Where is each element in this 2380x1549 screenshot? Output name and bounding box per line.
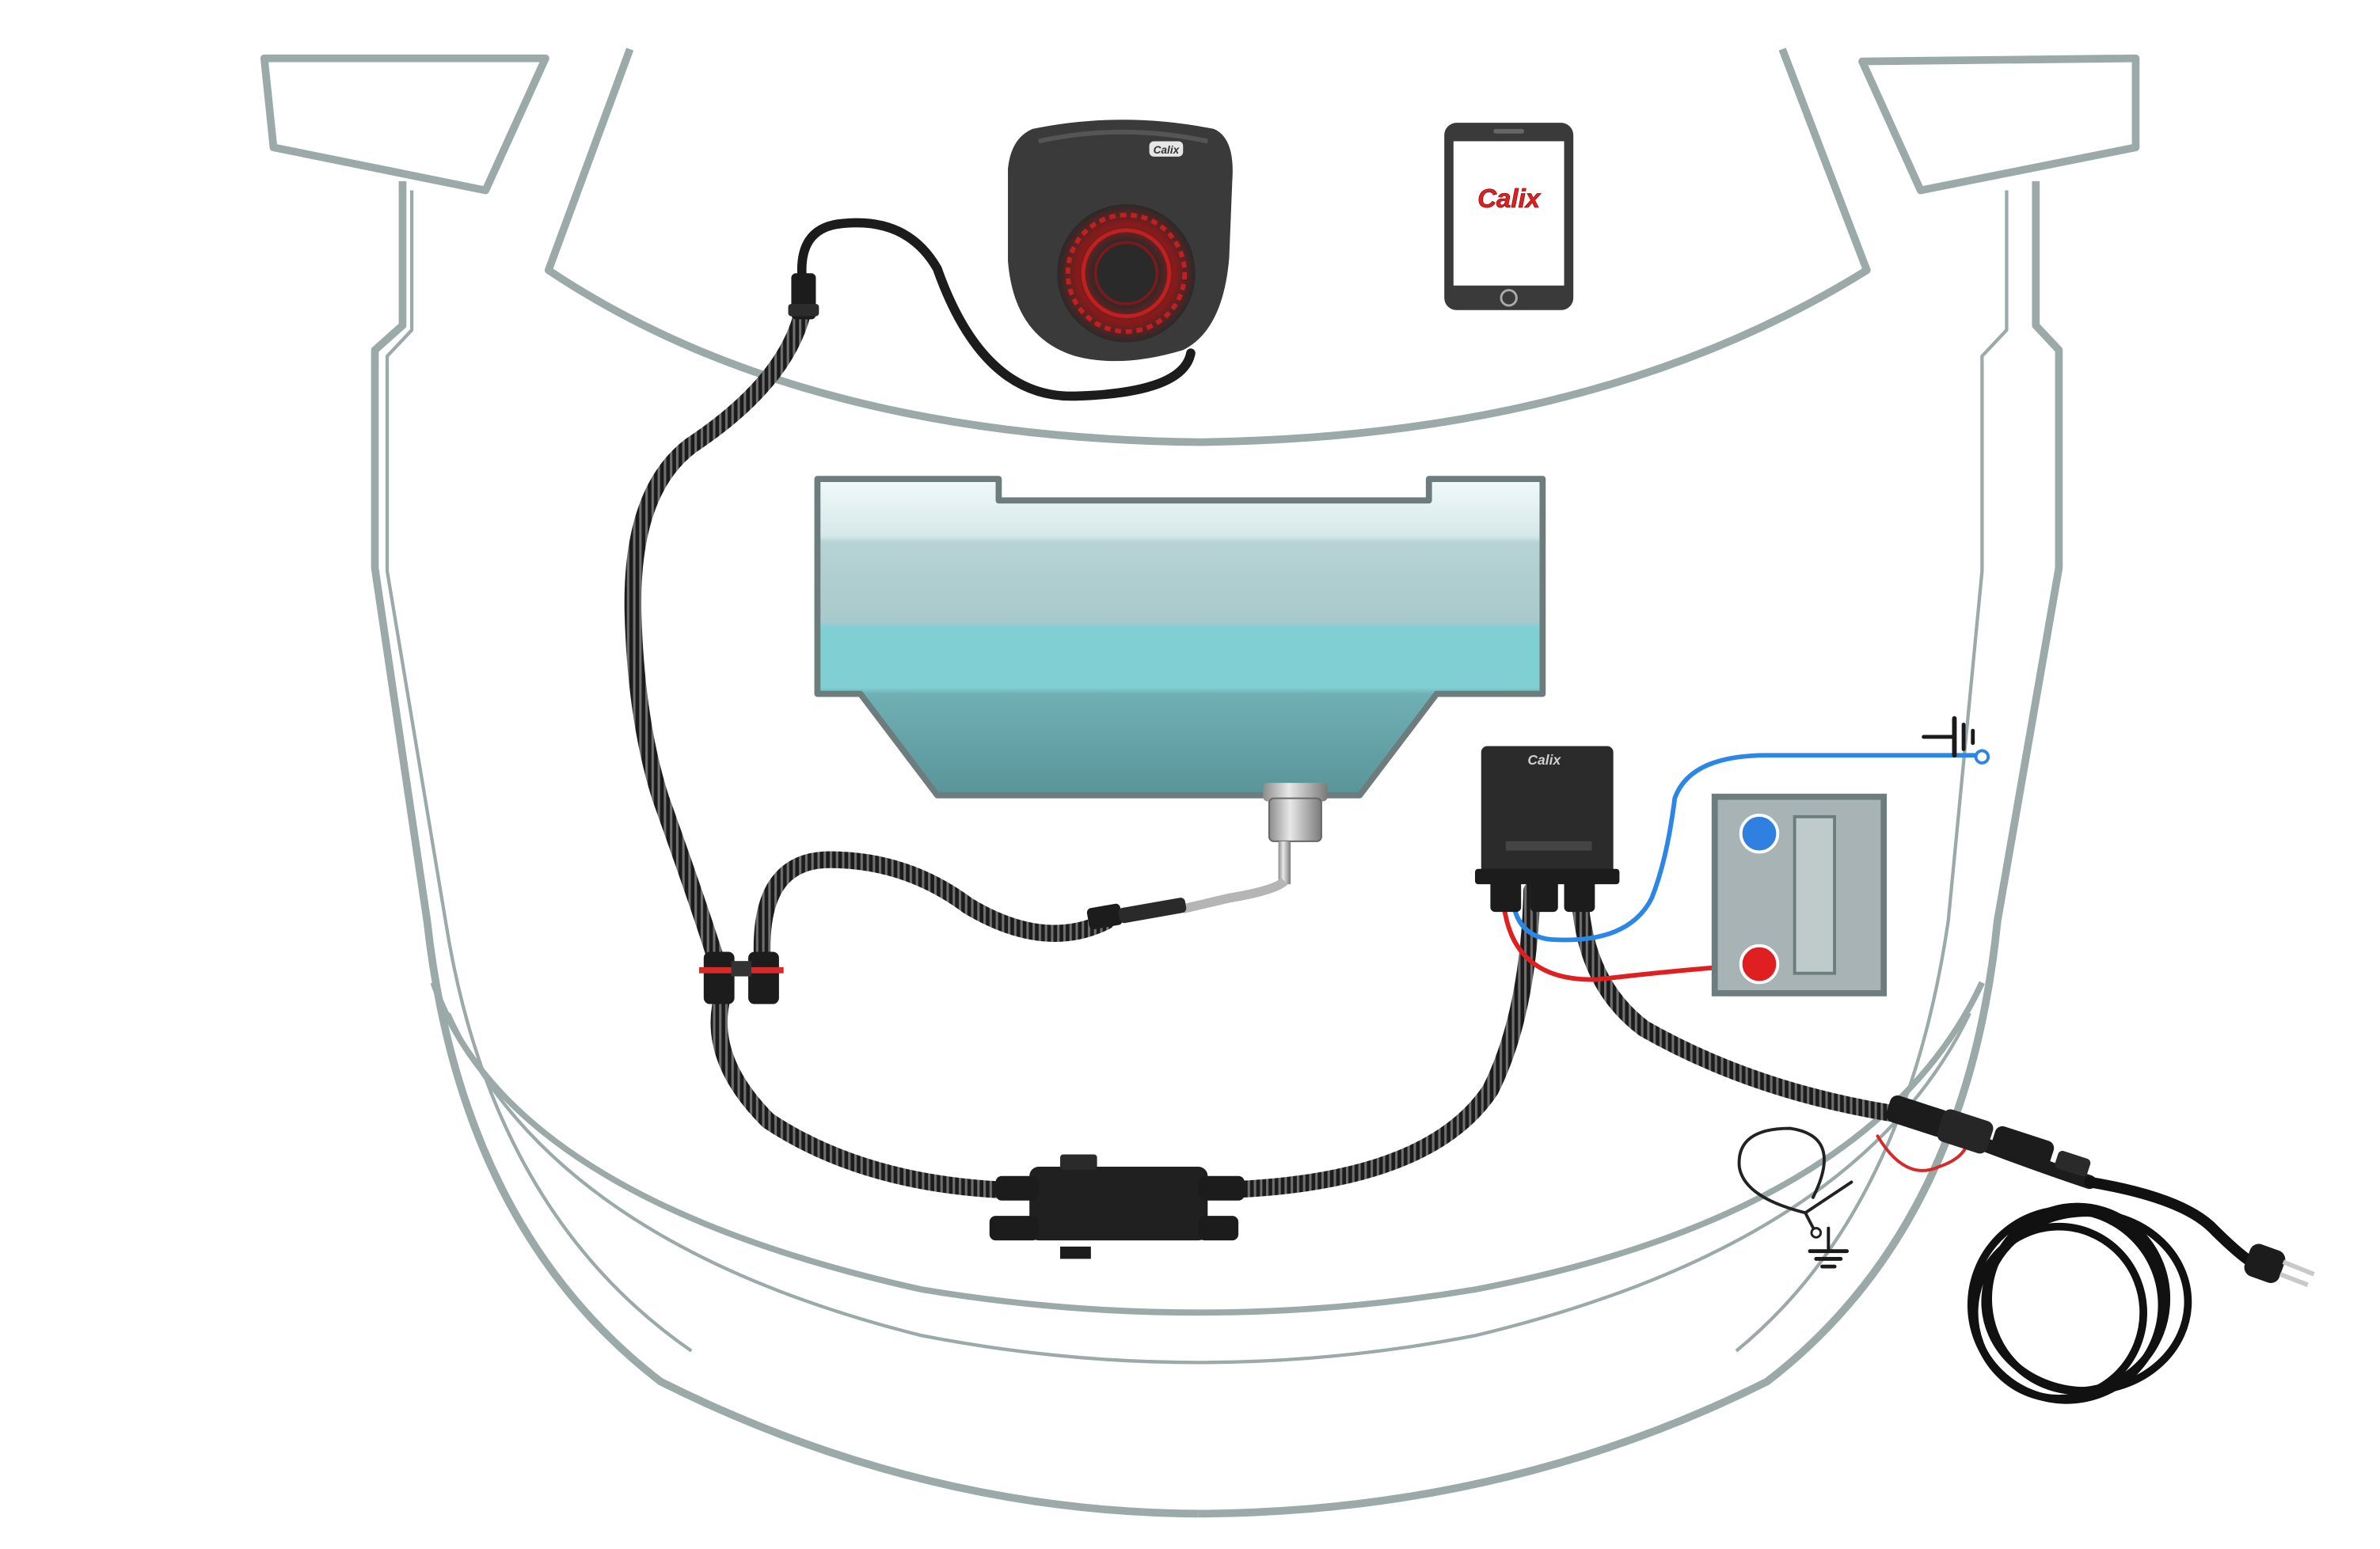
windshield-edge — [544, 47, 1871, 446]
chassis-ground-symbol-icon — [1922, 716, 1990, 765]
cable-connectors-left — [698, 951, 784, 1004]
corrugated-cable-heater — [624, 306, 811, 968]
phone-app-logo: Calix — [1477, 184, 1541, 213]
smartphone-app-icon: Calix — [1444, 123, 1574, 310]
left-body-inner — [385, 190, 693, 1353]
bumper-curve-upper — [430, 981, 1985, 1316]
mains-plug-icon — [2244, 1243, 2315, 1288]
mains-inline-connector — [1886, 1095, 2091, 1177]
corrugated-cable-element — [753, 851, 1115, 961]
battery-negative-terminal — [1739, 813, 1780, 854]
right-body-inner — [1735, 190, 2009, 1353]
control-unit-icon: Calix — [1474, 746, 1620, 913]
cable-splitter-icon — [989, 1154, 1245, 1259]
engine-heater-element-icon — [1086, 783, 1328, 930]
plug-cable — [2084, 1176, 2264, 1272]
heater-connector-icon — [788, 273, 819, 320]
negative-wire — [1509, 753, 1985, 943]
left-mirror — [260, 54, 549, 195]
coiled-mains-cable — [1967, 1202, 2192, 1404]
battery-positive-terminal — [1739, 943, 1780, 985]
right-mirror — [1858, 54, 2140, 195]
heater-logo: Calix — [1154, 144, 1180, 156]
control-unit-logo: Calix — [1527, 752, 1561, 768]
right-body-outer — [1198, 180, 2063, 1518]
ground-wire — [1737, 1126, 1853, 1215]
interior-fan-heater-icon: Calix — [1008, 120, 1233, 362]
car-top-view-outline — [260, 47, 2140, 1518]
bumper-curve-lower — [447, 1012, 1971, 1365]
coolant-expansion-tank-icon — [814, 476, 1546, 799]
corrugated-cable-mains — [1571, 882, 1899, 1122]
car-battery-icon — [1711, 793, 1888, 997]
left-body-outer — [371, 180, 1199, 1518]
cable-harness — [624, 218, 2264, 1404]
ground-symbol-icon — [1808, 1226, 1850, 1269]
corrugated-cable-lower-left — [710, 989, 1008, 1198]
corrugated-cable-lower-right — [1220, 882, 1541, 1198]
heater-cable — [797, 218, 1196, 401]
positive-wire — [1500, 888, 1762, 982]
